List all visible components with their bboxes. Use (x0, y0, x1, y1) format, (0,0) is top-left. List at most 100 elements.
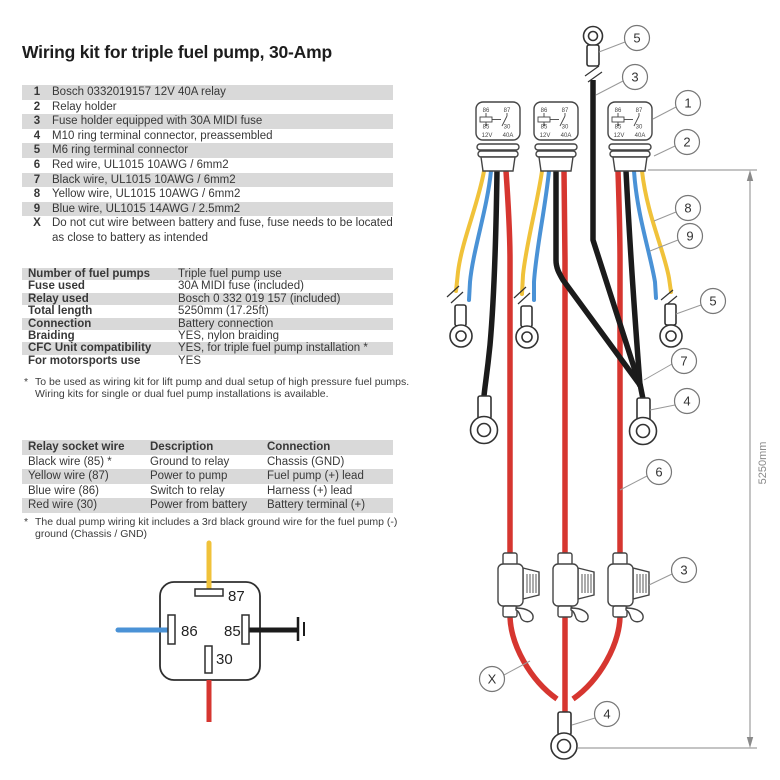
red-wires (503, 170, 623, 713)
callout-4-bottom: 4 (593, 700, 621, 728)
pinout-label-87: 87 (228, 588, 245, 605)
svg-text:87: 87 (562, 108, 569, 114)
ground-symbol-icon (296, 617, 305, 641)
callout-6: 6 (645, 458, 673, 486)
pinout-label-85: 85 (224, 623, 241, 640)
svg-text:4: 4 (603, 707, 610, 722)
svg-text:40A: 40A (635, 133, 646, 139)
yellow-blue-wires (454, 169, 673, 302)
callout-3-bottom: 3 (670, 556, 698, 584)
socket-footnote: * The dual pump wiring kit includes a 3r… (24, 516, 398, 540)
callout-3-top: 3 (621, 63, 649, 91)
svg-text:8: 8 (684, 201, 691, 216)
svg-text:30: 30 (562, 125, 569, 131)
svg-text:85: 85 (615, 125, 622, 131)
ring-terminal-black-left-m10 (469, 395, 499, 445)
specs-footnote: * To be used as wiring kit for lift pump… (24, 376, 410, 400)
svg-text:40A: 40A (561, 133, 572, 139)
relay-unit-2: 86 87 85 30 12V 40A (533, 101, 579, 172)
callout-leaders (503, 41, 702, 726)
svg-text:86: 86 (483, 108, 490, 114)
wire-break-marks (446, 65, 678, 307)
ring-terminal-top-m6 (582, 25, 604, 67)
black-wires (481, 80, 646, 400)
svg-text:85: 85 (483, 125, 490, 131)
svg-text:9: 9 (686, 229, 693, 244)
ring-terminal-left1-m6 (449, 304, 473, 348)
svg-text:87: 87 (636, 108, 643, 114)
fuse-holder-2 (552, 552, 595, 623)
callout-9: 9 (676, 222, 704, 250)
svg-text:4: 4 (683, 394, 690, 409)
svg-text:3: 3 (680, 563, 687, 578)
svg-text:2: 2 (683, 135, 690, 150)
ring-terminal-left2-m6 (515, 305, 539, 349)
fuse-holder-1 (497, 552, 540, 623)
svg-text:5: 5 (709, 294, 716, 309)
callout-8: 8 (674, 194, 702, 222)
callout-5-top: 5 (623, 24, 651, 52)
svg-text:1: 1 (684, 96, 691, 111)
ring-terminal-right-m6 (659, 303, 683, 348)
svg-text:86: 86 (615, 108, 622, 114)
svg-text:87: 87 (504, 108, 511, 114)
svg-text:85: 85 (541, 125, 548, 131)
dimension-label: 5250mm (757, 442, 769, 485)
svg-text:7: 7 (680, 354, 687, 369)
dimension-line: 5250mm (578, 169, 769, 749)
svg-text:6: 6 (655, 465, 662, 480)
callout-x: X (478, 665, 506, 693)
svg-text:12V: 12V (540, 133, 551, 139)
callout-2: 2 (673, 128, 701, 156)
ring-terminal-black-right-m10 (628, 397, 658, 446)
svg-text:5: 5 (633, 31, 640, 46)
svg-text:86: 86 (541, 108, 548, 114)
pinout-label-86: 86 (181, 623, 198, 640)
svg-text:X: X (488, 672, 497, 687)
callout-1: 1 (674, 89, 702, 117)
svg-text:12V: 12V (482, 133, 493, 139)
svg-text:3: 3 (631, 70, 638, 85)
pinout-label-30: 30 (216, 651, 233, 668)
relay-unit-3: 86 87 85 30 12V 40A (607, 101, 653, 172)
relay-unit-1: 86 87 85 30 12V 40A (475, 101, 521, 172)
svg-text:12V: 12V (614, 133, 625, 139)
svg-text:30: 30 (504, 125, 511, 131)
svg-text:30: 30 (636, 125, 643, 131)
callout-4-mid: 4 (673, 387, 701, 415)
ring-terminal-battery-m10 (550, 711, 578, 760)
callout-7: 7 (670, 347, 698, 375)
page-title: Wiring kit for triple fuel pump, 30-Amp (22, 42, 332, 62)
callout-5-right: 5 (699, 287, 727, 315)
fuse-holder-3 (607, 552, 650, 623)
svg-text:40A: 40A (503, 133, 514, 139)
